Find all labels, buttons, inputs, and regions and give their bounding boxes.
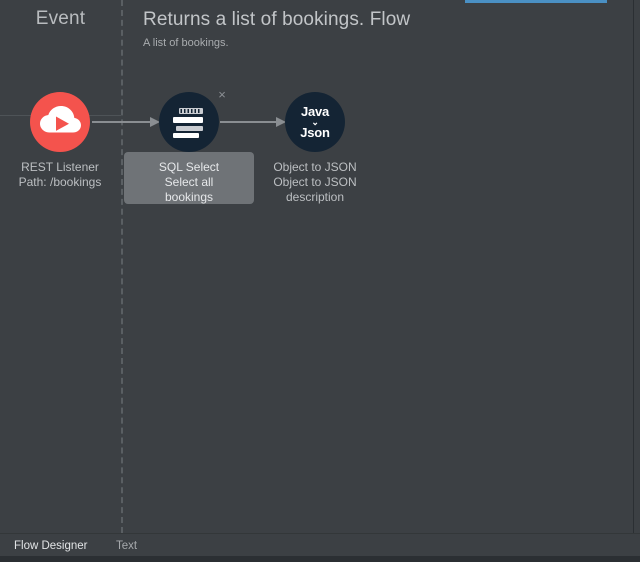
- java-to-json-top-text: Java: [300, 103, 330, 119]
- source-column-dashed-divider: [121, 0, 123, 533]
- source-column-label: Event: [35, 8, 86, 29]
- flow-node-label: Object to JSON Object to JSON descriptio…: [273, 160, 357, 204]
- window-footer-strip: [0, 556, 640, 562]
- connector-line: [92, 121, 151, 123]
- flow-header: Returns a list of bookings. Flow A list …: [143, 8, 410, 50]
- java-to-json-bottom-text: Json: [300, 124, 330, 140]
- flow-node-label: REST Listener Path: /bookings: [18, 160, 102, 189]
- connector-arrow-2: [220, 117, 286, 127]
- database-select-icon[interactable]: [159, 92, 219, 152]
- flow-canvas[interactable]: Event Returns a list of bookings. Flow A…: [0, 0, 633, 533]
- right-panel-divider: [633, 0, 634, 533]
- editor-tab-active-indicator: [465, 0, 607, 3]
- connector-arrow-1: [92, 117, 160, 127]
- chevron-down-icon: ⌄: [311, 116, 319, 127]
- flow-node-label: SQL Select Select all bookings: [158, 160, 220, 204]
- flow-subtitle: A list of bookings.: [143, 37, 229, 49]
- flow-node-rest-listener[interactable]: REST Listener Path: /bookings: [0, 92, 125, 190]
- source-column: Event: [0, 0, 121, 533]
- java-to-json-icon[interactable]: Java ⌄ Json: [285, 92, 345, 152]
- rest-listener-cloud-icon[interactable]: [30, 92, 90, 152]
- close-icon[interactable]: ×: [218, 87, 226, 102]
- connector-arrowhead: [150, 117, 160, 127]
- flow-node-sql-select[interactable]: × SQL Select Selec: [124, 88, 254, 205]
- right-panel-strip: [634, 0, 640, 562]
- connector-line: [220, 121, 277, 123]
- connector-arrowhead: [276, 117, 286, 127]
- flow-node-object-to-json[interactable]: Java ⌄ Json Object to JSON Object to JSO…: [250, 92, 380, 205]
- flow-node-selection-highlight: [124, 152, 254, 204]
- flow-title: Returns a list of bookings. Flow: [143, 9, 411, 30]
- tab-text[interactable]: Text: [116, 540, 138, 552]
